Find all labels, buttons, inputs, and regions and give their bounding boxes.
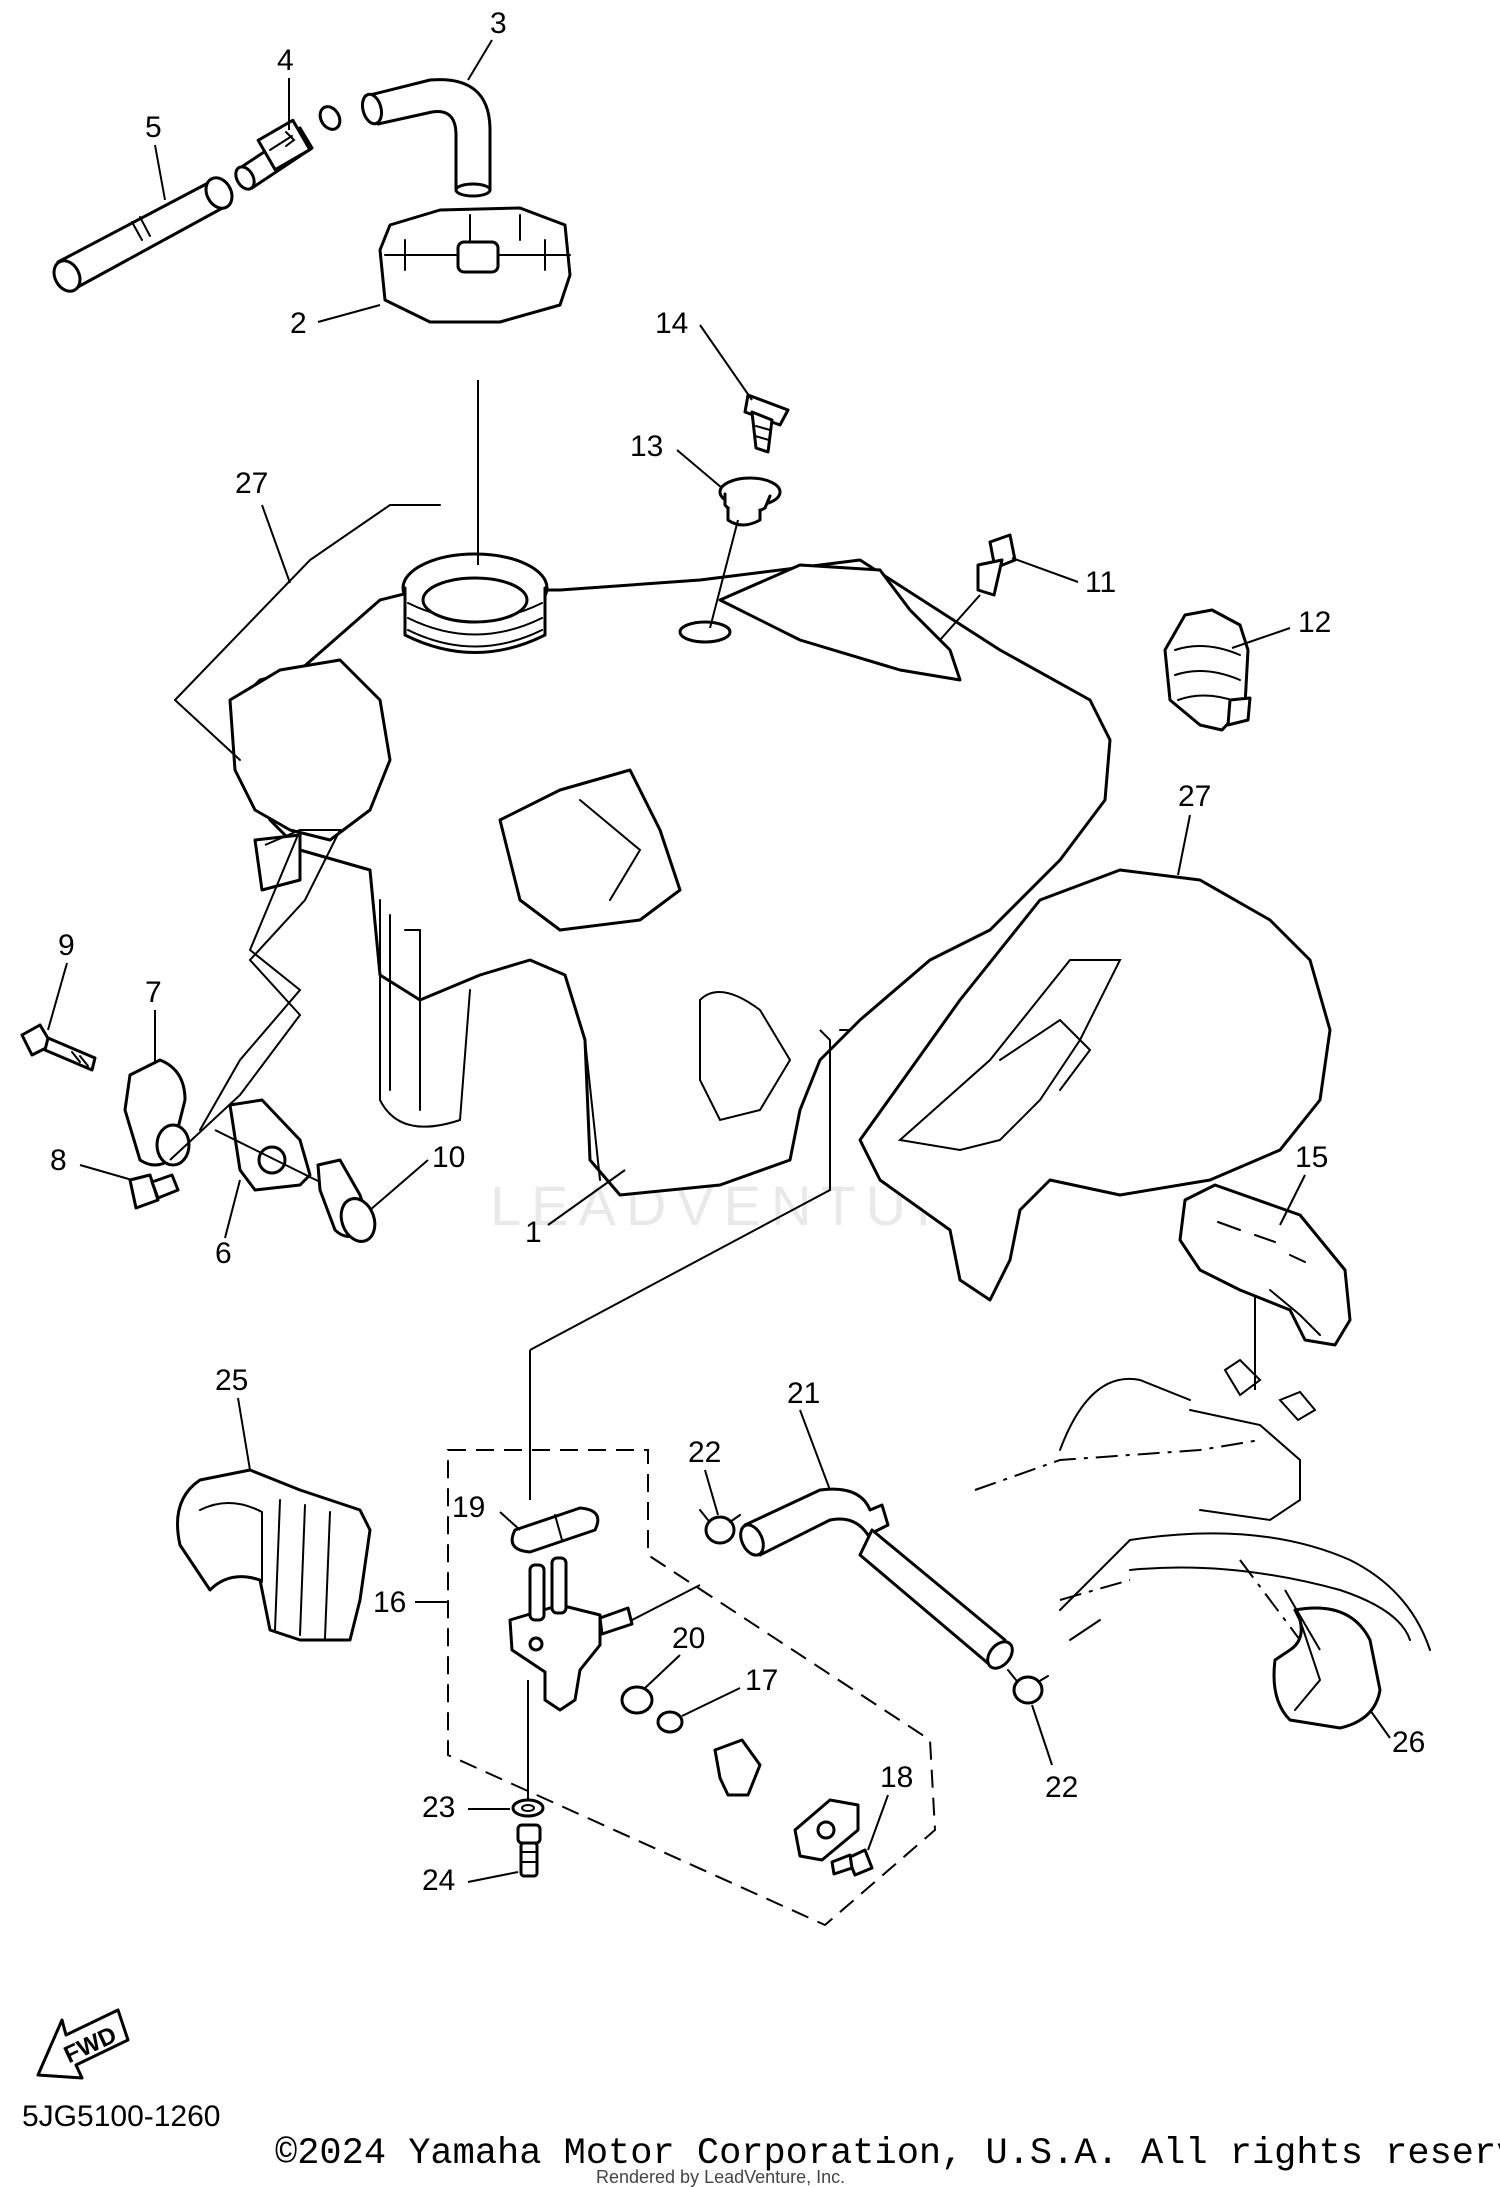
callout-16: 16 <box>373 1586 406 1619</box>
part-20-oring <box>620 1685 654 1715</box>
callout-6: 6 <box>215 1237 232 1270</box>
callout-22-lower: 22 <box>1045 1771 1078 1804</box>
part-25-protector <box>176 1468 372 1642</box>
part-27-left-shroud <box>174 504 441 1131</box>
frame-reference <box>974 1358 1431 1651</box>
part-3-breather-hose <box>360 78 492 198</box>
part-27-right-shroud <box>858 868 1332 1302</box>
part-plate <box>793 1798 860 1862</box>
part-17-oring <box>656 1710 684 1734</box>
copyright-notice: ©2024 Yamaha Motor Corporation, U.S.A. A… <box>275 2133 1500 2175</box>
fwd-arrow: FWD <box>36 2008 130 2080</box>
part-22-clip-lower <box>1007 1669 1049 1705</box>
part-14-screw <box>743 393 790 454</box>
part-4-valve <box>234 105 342 191</box>
part-8-bolt <box>128 1173 180 1210</box>
part-24-bolt <box>516 1823 542 1878</box>
callout-7: 7 <box>145 976 162 1009</box>
callout-3: 3 <box>490 7 507 40</box>
callout-18: 18 <box>880 1761 913 1794</box>
callout-27-right: 27 <box>1178 780 1211 813</box>
part-16-fuel-cock-assy <box>447 1449 937 1927</box>
callout-15: 15 <box>1295 1141 1328 1174</box>
callouts: 3 4 5 2 14 13 27 11 12 27 9 7 8 10 6 1 1 <box>47 7 1425 1897</box>
callout-9: 9 <box>58 929 75 962</box>
part-18-screw <box>830 1848 874 1877</box>
callout-21: 21 <box>787 1377 820 1410</box>
callout-24: 24 <box>422 1864 455 1897</box>
callout-17: 17 <box>745 1664 778 1697</box>
callout-14: 14 <box>655 307 688 340</box>
part-13-grommet <box>718 476 782 527</box>
part-15-cover <box>1178 1183 1352 1347</box>
part-21-fuel-hose <box>739 1487 1014 1670</box>
rendered-by-notice: Rendered by LeadVenture, Inc. <box>596 2167 845 2187</box>
callout-12: 12 <box>1298 606 1331 639</box>
callout-20: 20 <box>672 1622 705 1655</box>
part-12-clamp <box>1163 608 1252 732</box>
callout-13: 13 <box>630 430 663 463</box>
part-23-washer <box>511 1798 545 1818</box>
callout-11: 11 <box>1085 566 1116 599</box>
callout-27-left: 27 <box>235 467 268 500</box>
leader-lines <box>169 380 1321 1800</box>
part-1-fuel-tank <box>228 552 1112 1197</box>
part-5-hose <box>52 176 234 293</box>
callout-8: 8 <box>50 1144 67 1177</box>
callout-19: 19 <box>452 1491 485 1524</box>
part-2-fuel-cap <box>378 206 572 324</box>
part-6-bracket <box>228 1098 312 1192</box>
callout-5: 5 <box>145 111 162 144</box>
diagram-code: 5JG5100-1260 <box>22 2100 221 2133</box>
callout-1: 1 <box>525 1216 542 1249</box>
callout-23: 23 <box>422 1791 455 1824</box>
part-7-damper <box>123 1058 191 1167</box>
callout-10: 10 <box>432 1141 465 1174</box>
callout-4: 4 <box>277 44 294 77</box>
part-11-bolt <box>976 533 1017 597</box>
callout-22-upper: 22 <box>688 1436 721 1469</box>
callout-26: 26 <box>1392 1726 1425 1759</box>
part-19-screen <box>510 1506 600 1554</box>
callout-25: 25 <box>215 1364 248 1397</box>
part-26-protector <box>1272 1606 1382 1730</box>
part-lever <box>713 1738 762 1797</box>
part-22-clip-upper <box>699 1509 741 1545</box>
part-9-bolt <box>20 1023 97 1072</box>
callout-2: 2 <box>290 307 307 340</box>
part-10-collar <box>316 1158 377 1243</box>
